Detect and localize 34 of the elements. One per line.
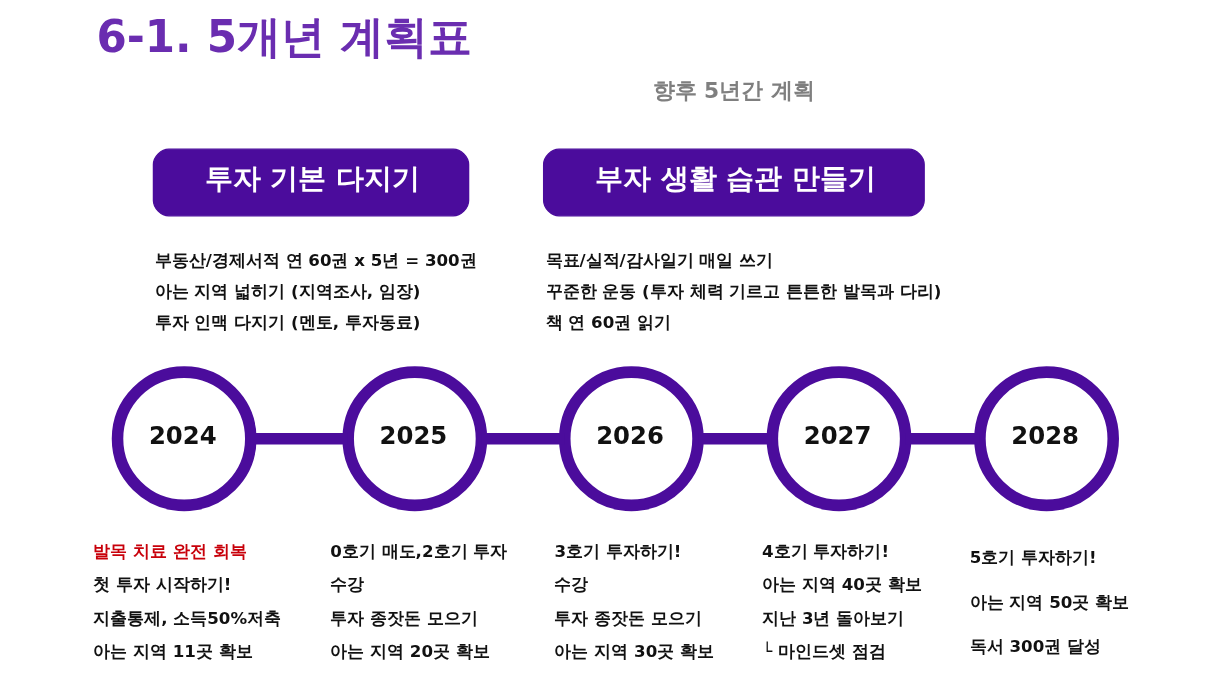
node-label: 수강 bbox=[330, 575, 365, 595]
node-label: 아는 지역 40곳 확보 bbox=[762, 575, 922, 595]
node-label: 첫 투자 시작하기! bbox=[93, 575, 232, 595]
node-label: 아는 지역 50곳 확보 bbox=[969, 592, 1130, 612]
node-circle: 2024 bbox=[111, 366, 257, 512]
node-circle: 2027 bbox=[766, 366, 912, 512]
node-label: 0호기 매도,2호기 투자 bbox=[330, 542, 508, 562]
node-label: 아는 지역 넓히기 (지역조사, 임장) bbox=[154, 282, 421, 302]
node-label: 아는 지역 20곳 확보 bbox=[330, 642, 490, 662]
node-label: 3호기 투자하기! bbox=[554, 542, 682, 562]
node-label: 부동산/경제서적 연 60권 x 5년 = 300권 bbox=[154, 251, 477, 271]
node-label: 목표/실적/감사일기 매일 쓰기 bbox=[545, 251, 774, 271]
node-label: 아는 지역 30곳 확보 bbox=[554, 642, 715, 662]
node-label: 책 연 60권 읽기 bbox=[545, 312, 672, 332]
node-label: 투자 인맥 다지기 (멘토, 투자동료) bbox=[154, 312, 421, 332]
node-label: └ 마인드셋 점검 bbox=[762, 642, 886, 662]
node-label: 투자 종잣돈 모으기 bbox=[330, 608, 478, 628]
node-label: 지출통제, 소득50%저축 bbox=[93, 608, 282, 628]
node-label: 수강 bbox=[554, 575, 589, 595]
node-label: 지난 3년 돌아보기 bbox=[762, 608, 905, 628]
label: 향후 5년간 계획 bbox=[652, 78, 815, 104]
node-label: 4호기 투자하기! bbox=[762, 542, 890, 562]
node-label: 꾸준한 운동 (투자 체력 기르고 튼튼한 발목과 다리) bbox=[545, 282, 942, 302]
node-circle: 2026 bbox=[559, 366, 704, 512]
node-circle: 2028 bbox=[974, 366, 1119, 512]
node-label: 아는 지역 11곳 확보 bbox=[93, 642, 253, 662]
node-circle: 2025 bbox=[342, 366, 488, 512]
node-box: 부자 생활 습관 만들기 bbox=[542, 148, 925, 217]
diagram-title: 6-1. 5개년 계획표 bbox=[96, 12, 473, 63]
node-label: 투자 종잣돈 모으기 bbox=[554, 608, 703, 628]
node-label: 5호기 투자하기! bbox=[969, 547, 1097, 567]
node-box: 투자 기본 다지기 bbox=[152, 148, 470, 217]
node-label: 독서 300권 달성 bbox=[969, 636, 1102, 656]
node-label: 발목 치료 완전 회복 bbox=[93, 542, 247, 562]
